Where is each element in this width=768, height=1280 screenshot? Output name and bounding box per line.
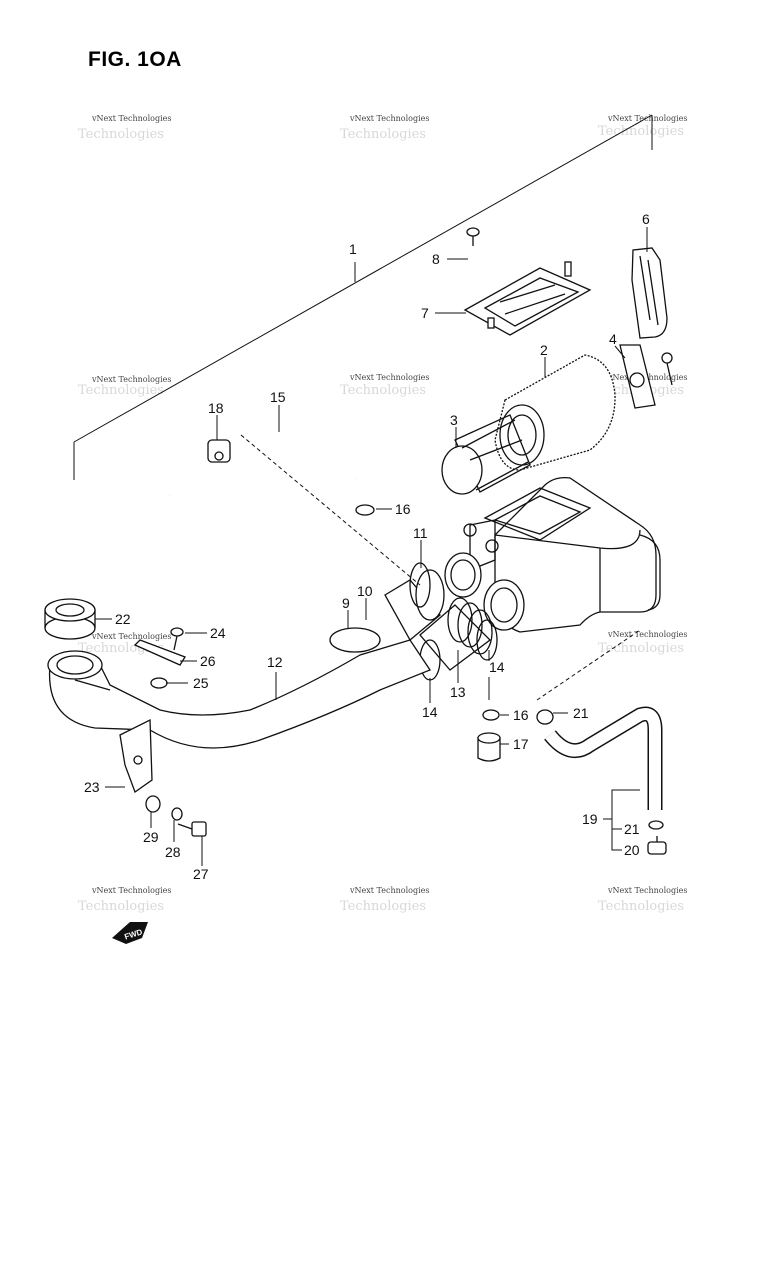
watermark-1: Technologies vNext Technologies	[78, 114, 171, 142]
intake-tube-12	[47, 639, 431, 749]
callout-1: 1	[349, 241, 357, 257]
callout-8: 8	[432, 251, 440, 267]
bracket-26	[133, 639, 186, 666]
callout-21a: 21	[573, 705, 589, 721]
svg-text:Technologies: Technologies	[340, 383, 426, 398]
callout-10: 10	[357, 583, 373, 599]
bolt-24	[170, 627, 184, 651]
bolt-27	[177, 821, 207, 837]
watermark-10: Technologies vNext Technologies	[340, 886, 429, 914]
callout-23: 23	[84, 779, 100, 795]
filter-cage	[441, 414, 531, 495]
callout-26: 26	[200, 653, 216, 669]
washer-25	[150, 677, 168, 689]
callout-16a: 16	[395, 501, 411, 517]
svg-text:Technologies: Technologies	[340, 899, 426, 914]
cover-plate	[463, 261, 592, 336]
bolt-5	[661, 352, 673, 386]
clamp-21a	[536, 709, 554, 725]
filter-element	[494, 354, 616, 471]
callout-18: 18	[208, 400, 224, 416]
fitting-20	[647, 836, 667, 855]
svg-text:Technologies: Technologies	[78, 899, 164, 914]
svg-text:vNext Technologies: vNext Technologies	[91, 375, 171, 384]
washer-28	[171, 807, 183, 821]
svg-text:Technologies: Technologies	[78, 383, 164, 398]
callout-2: 2	[540, 342, 548, 358]
clamp-9	[329, 627, 381, 653]
callout-7: 7	[421, 305, 429, 321]
callout-25: 25	[193, 675, 209, 691]
breather-hose-15	[162, 427, 360, 498]
intake-joint-10	[384, 569, 445, 642]
screw-8	[466, 227, 480, 246]
bracket-4	[619, 344, 656, 409]
callout-11: 11	[413, 525, 428, 541]
callout-24: 24	[210, 625, 226, 641]
clamp-14b	[476, 619, 498, 661]
watermark-9: Technologies vNext Technologies	[78, 886, 171, 914]
fwd-arrow-icon: FWD	[112, 922, 148, 944]
svg-text:vNext Technologies: vNext Technologies	[91, 114, 171, 123]
svg-text:Technologies: Technologies	[340, 127, 426, 142]
callout-4: 4	[609, 331, 617, 347]
callout-14b: 14	[489, 659, 505, 675]
svg-text:Technologies: Technologies	[598, 641, 684, 656]
callout-28: 28	[165, 844, 181, 860]
svg-text:vNext Technologies: vNext Technologies	[91, 632, 171, 641]
svg-text:vNext Technologies: vNext Technologies	[349, 114, 429, 123]
watermark-2: Technologies vNext Technologies	[340, 114, 429, 142]
svg-text:vNext Technologies: vNext Technologies	[607, 114, 687, 123]
clamp-16b	[482, 709, 500, 721]
svg-text:vNext Technologies: vNext Technologies	[607, 630, 687, 639]
callout-29: 29	[143, 829, 159, 845]
assembly-bracket	[73, 114, 653, 480]
callout-19: 19	[582, 811, 598, 827]
svg-text:Technologies: Technologies	[598, 899, 684, 914]
clamp-11	[409, 562, 431, 608]
svg-text:vNext Technologies: vNext Technologies	[91, 886, 171, 895]
callout-13: 13	[450, 684, 466, 700]
figure-title: FIG. 1OA	[88, 48, 182, 71]
callout-17: 17	[513, 736, 529, 752]
leader-lines	[95, 227, 648, 866]
callout-16b: 16	[513, 707, 529, 723]
watermark-8: Technologies vNext Technologies	[598, 630, 687, 656]
bracket-19	[603, 789, 640, 851]
case-outlets	[444, 552, 525, 631]
svg-text:Technologies: Technologies	[78, 127, 164, 142]
callout-3: 3	[450, 412, 458, 428]
callout-20: 20	[624, 842, 640, 858]
svg-text:vNext Technologies: vNext Technologies	[349, 373, 429, 382]
air-cleaner-case	[463, 477, 661, 633]
drain-hose-19	[544, 706, 663, 810]
cap-17	[477, 732, 501, 762]
clamp-21b	[648, 820, 664, 830]
callout-27: 27	[193, 866, 209, 882]
hose-clip-18	[207, 439, 231, 463]
callout-15: 15	[270, 389, 286, 405]
clamp-16a	[355, 504, 375, 516]
callout-21b: 21	[624, 821, 640, 837]
mount-bracket-23	[119, 718, 153, 794]
callout-22: 22	[115, 611, 131, 627]
washer-29	[145, 795, 161, 813]
grommet-22	[44, 598, 96, 640]
svg-text:vNext Technologies: vNext Technologies	[607, 886, 687, 895]
callout-9: 9	[342, 595, 350, 611]
clip-6	[631, 247, 668, 339]
callout-6: 6	[642, 211, 650, 227]
svg-text:vNext Technologies: vNext Technologies	[349, 886, 429, 895]
watermark-11: Technologies vNext Technologies	[598, 886, 687, 914]
callout-12: 12	[267, 654, 283, 670]
callout-14a: 14	[422, 704, 438, 720]
callouts: 1 2 3 4 5 6 7 8 9 10 11 12 13 14 14 15 1…	[84, 211, 650, 882]
svg-text:Technologies: Technologies	[598, 124, 684, 139]
